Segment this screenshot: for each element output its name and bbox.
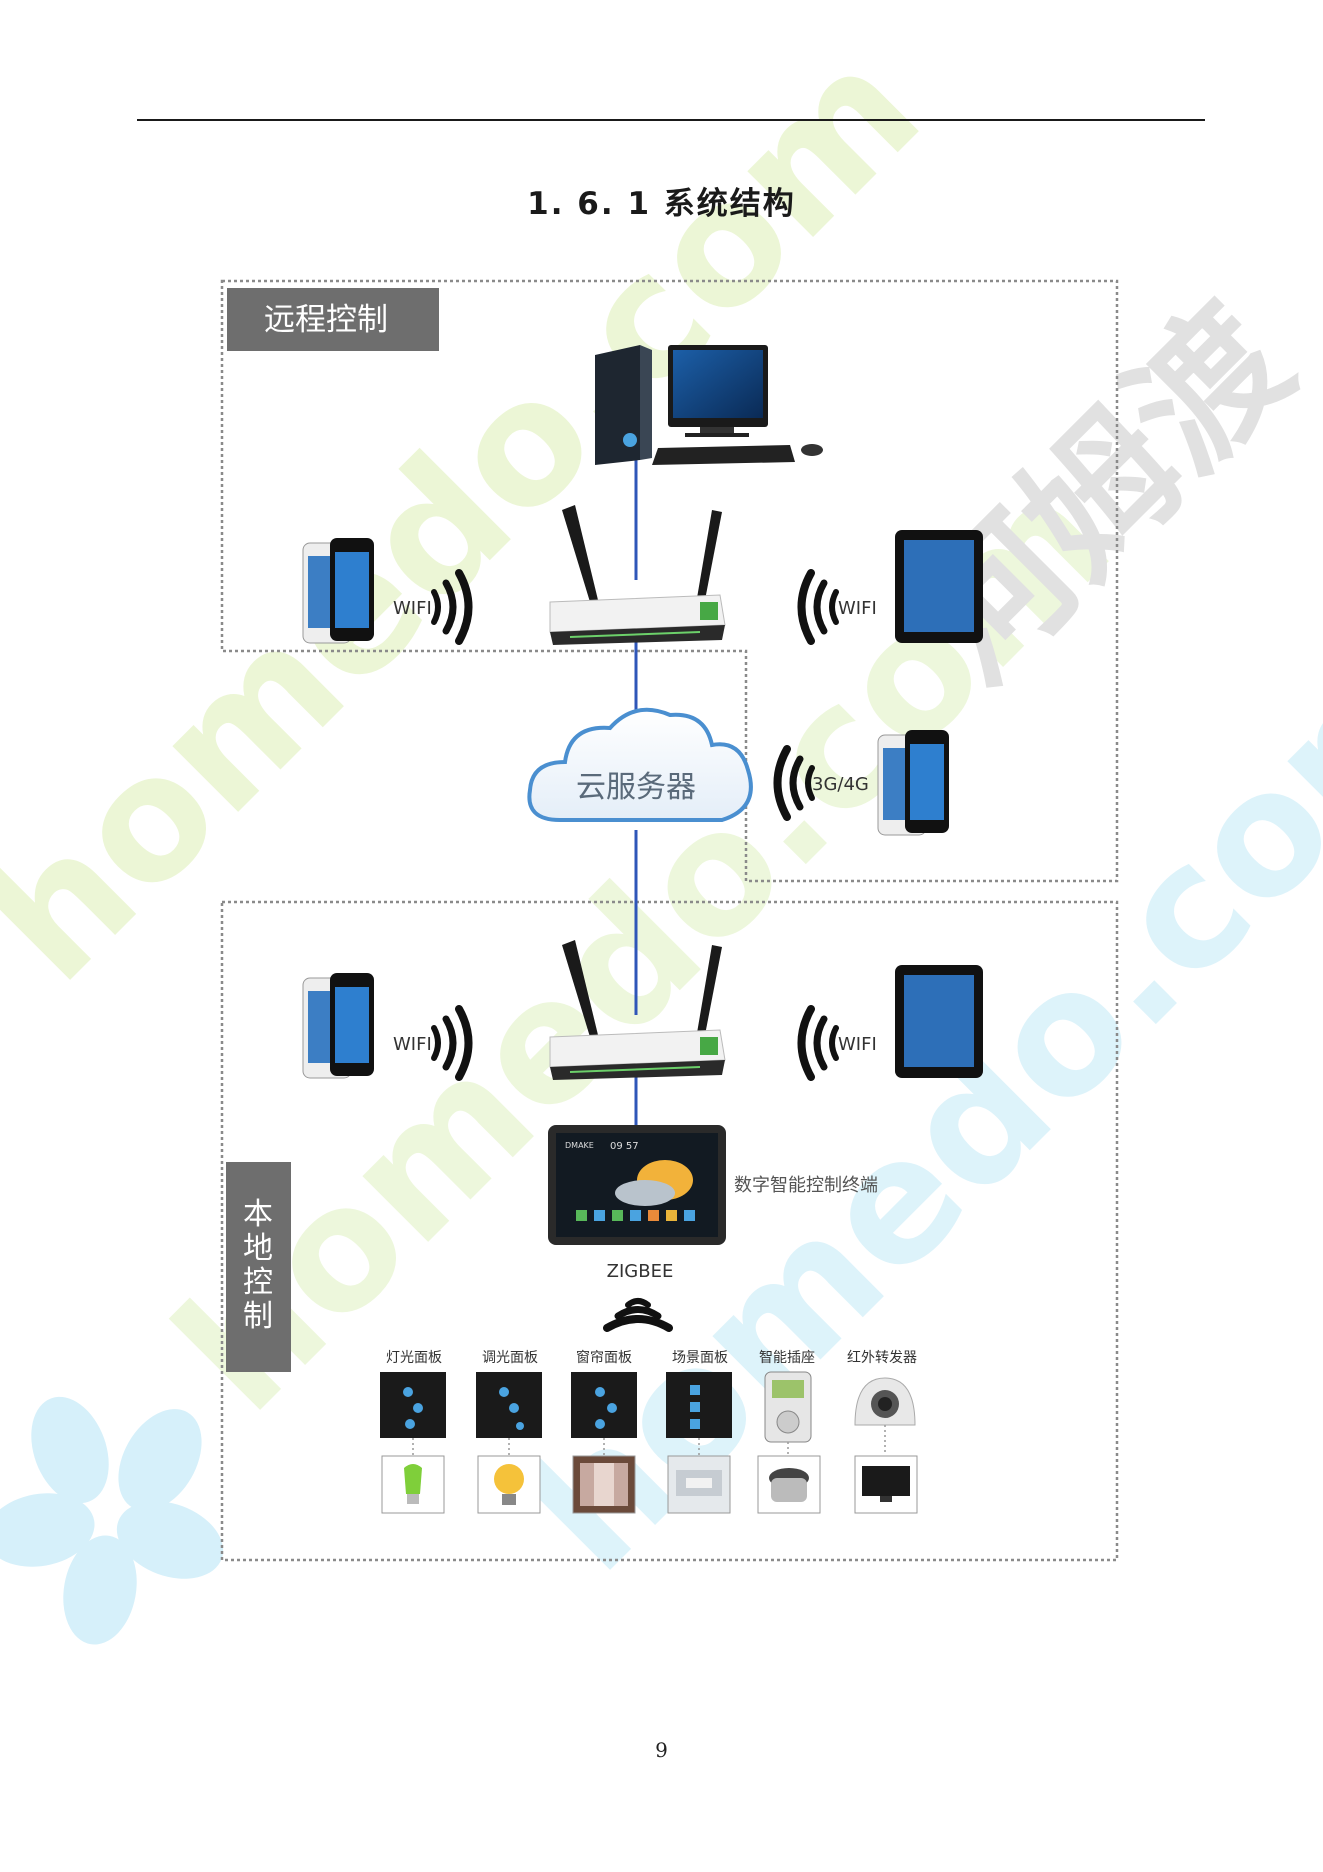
- tablet-remote-icon: [895, 530, 983, 643]
- router-bottom-icon: [549, 940, 726, 1080]
- local-label-box: [226, 1162, 291, 1372]
- smartphone-remote-icon: [302, 538, 374, 644]
- energy-bulb-icon: [381, 1455, 445, 1514]
- device-labels: 灯光面板 调光面板 窗帘面板 场景面板 智能插座 红外转发器: [386, 1349, 917, 1366]
- curtain-panel-icon: [571, 1372, 637, 1438]
- device-label-light-panel: 灯光面板: [386, 1350, 442, 1366]
- light-bulb-icon: [477, 1455, 541, 1514]
- control-terminal-icon: [548, 1125, 726, 1245]
- cloud-server-label: 云服务器: [576, 770, 696, 805]
- ir-repeater-icon: [854, 1377, 916, 1426]
- wifi-label-local-right: WIFI: [838, 1034, 877, 1055]
- wifi-label-local-left: WIFI: [393, 1034, 432, 1055]
- terminal-label: 数字智能控制终端: [734, 1175, 878, 1196]
- device-label-ir-repeater: 红外转发器: [847, 1350, 917, 1366]
- zigbee-wave-icon: [603, 1298, 673, 1332]
- television-icon: [854, 1455, 918, 1514]
- smartphone-local-icon: [302, 973, 374, 1079]
- local-zone-frame: [220, 900, 1119, 1562]
- terminal-screen-brand: DMAKE: [565, 1141, 594, 1150]
- svg-text:控: 控: [243, 1265, 273, 1300]
- terminal-screen-time: 09 57: [610, 1141, 639, 1152]
- header-rule: [137, 119, 1205, 121]
- room-scene-icon: [667, 1455, 731, 1514]
- device-links: [412, 1425, 886, 1455]
- device-label-curtain-panel: 窗帘面板: [576, 1349, 632, 1366]
- rice-cooker-icon: [757, 1455, 821, 1514]
- local-label-vertical: 本 地 控 制: [243, 1197, 273, 1334]
- page-number: 9: [655, 1738, 668, 1762]
- dimmer-panel-icon: [476, 1372, 542, 1438]
- svg-text:地: 地: [243, 1231, 273, 1266]
- scene-panel-icon: [666, 1372, 732, 1438]
- remote-label-box: [227, 288, 439, 351]
- light-panel-icon: [380, 1372, 446, 1438]
- device-label-scene-panel: 场景面板: [672, 1350, 728, 1366]
- router-top-icon: [549, 505, 726, 645]
- mobile-wave-icon: [773, 745, 815, 821]
- remote-zone-frame: [220, 279, 1119, 883]
- device-label-smart-socket: 智能插座: [759, 1350, 815, 1366]
- device-panels: [380, 1371, 916, 1443]
- smart-socket-icon: [764, 1371, 812, 1443]
- cloud-server-icon: [527, 707, 753, 822]
- wifi-wave-remote-right: [797, 569, 839, 645]
- wifi-wave-local-right: [797, 1005, 839, 1081]
- svg-text:制: 制: [243, 1299, 273, 1334]
- zigbee-label: ZIGBEE: [607, 1261, 674, 1282]
- desktop-computer-icon: [595, 345, 823, 465]
- curtain-icon: [572, 1455, 636, 1514]
- tablet-local-icon: [895, 965, 983, 1078]
- section-title: 1. 6. 1 系统结构: [527, 186, 796, 222]
- smartphone-3g-icon: [877, 730, 949, 836]
- wifi-wave-local-left: [431, 1005, 473, 1081]
- wifi-label-remote-right: WIFI: [838, 598, 877, 619]
- svg-text:本: 本: [243, 1197, 273, 1232]
- mobile-network-label: 3G/4G: [812, 774, 869, 795]
- appliances: [381, 1455, 918, 1514]
- device-label-dimmer-panel: 调光面板: [482, 1350, 538, 1366]
- wifi-label-remote-left: WIFI: [393, 598, 432, 619]
- wifi-wave-remote-left: [431, 569, 473, 645]
- remote-label: 远程控制: [264, 302, 388, 338]
